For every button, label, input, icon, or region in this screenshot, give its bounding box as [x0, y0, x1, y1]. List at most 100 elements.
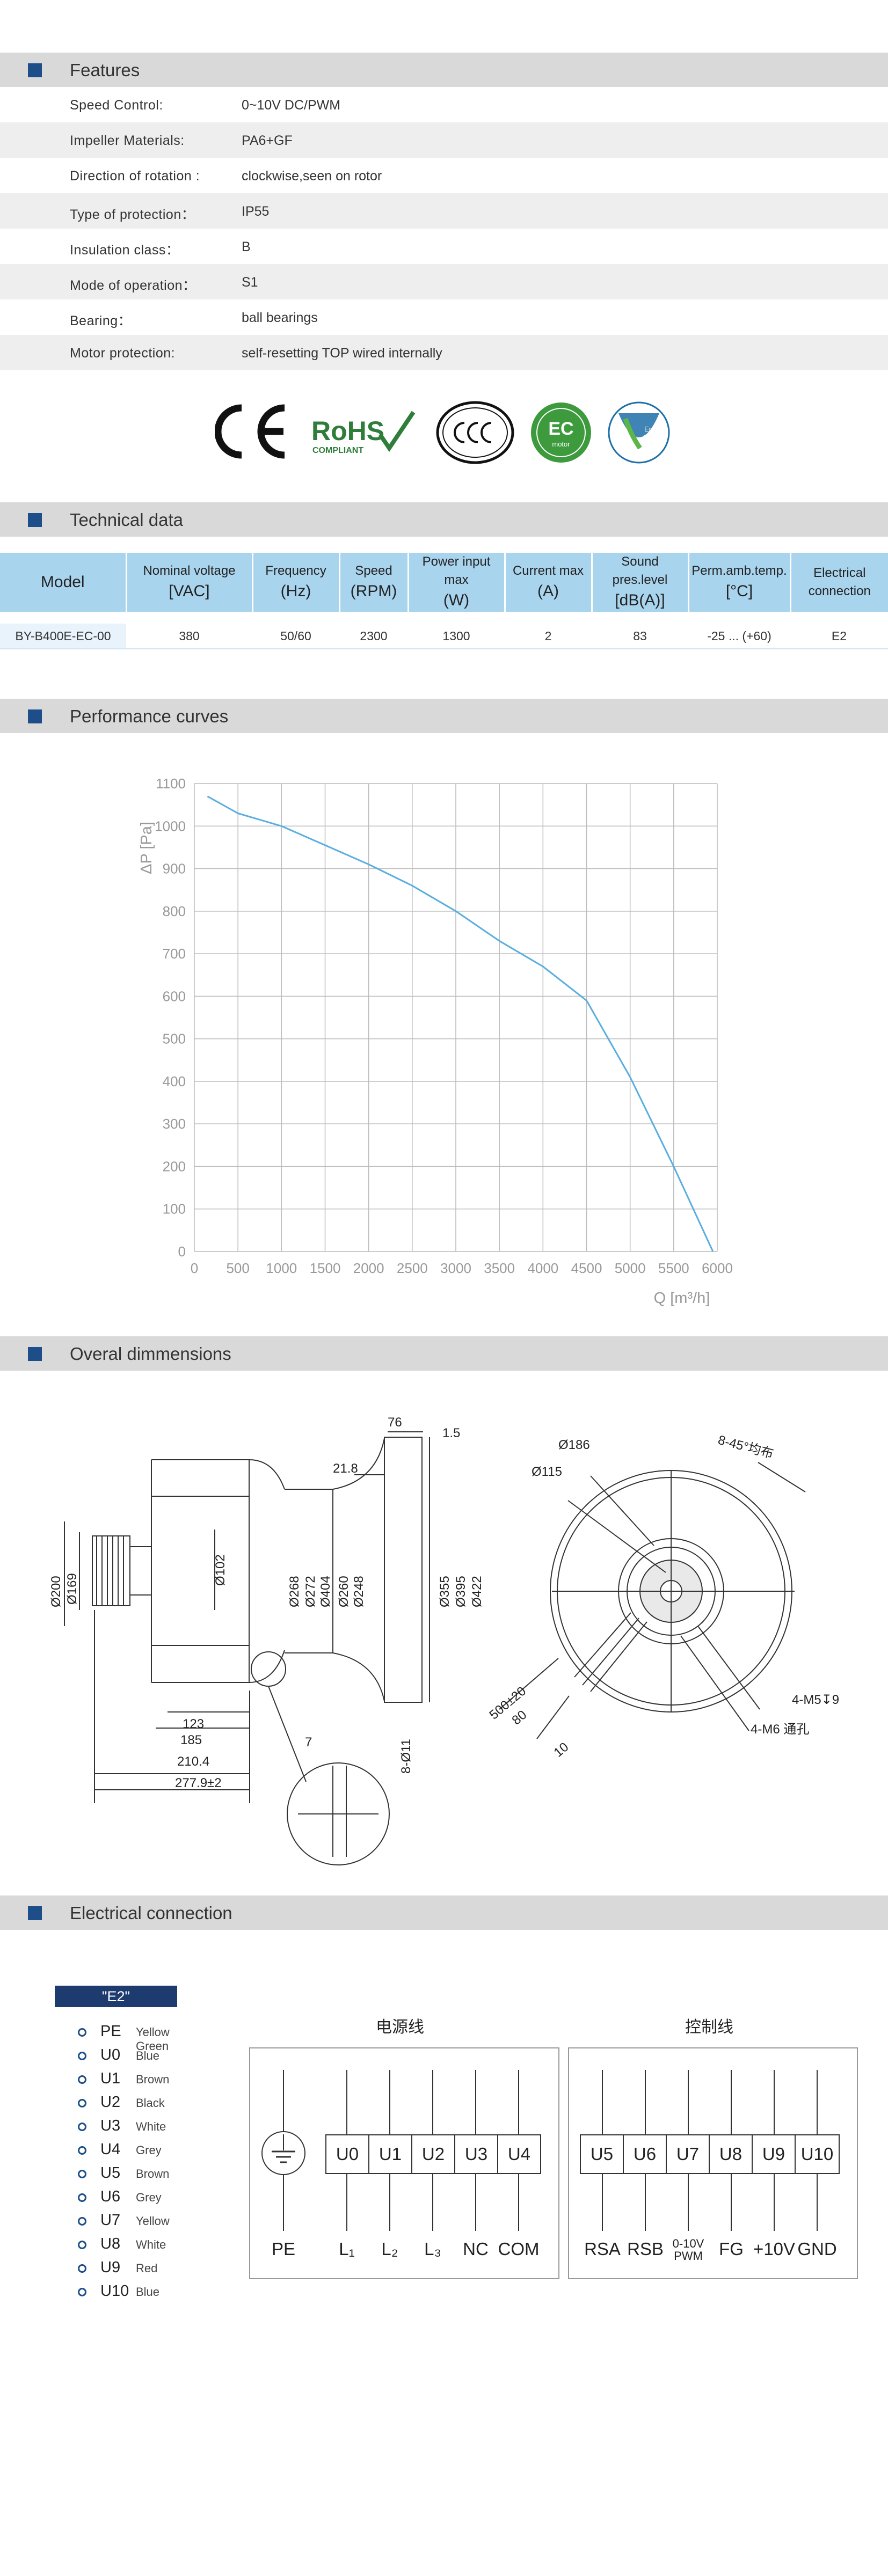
section-marker: [28, 1347, 42, 1361]
svg-text:Ø404: Ø404: [318, 1576, 333, 1607]
svg-text:Ø115: Ø115: [532, 1465, 562, 1479]
feature-row: Direction of rotation :clockwise,seen on…: [0, 158, 888, 193]
wire-label: 0-10V PWM: [672, 2237, 704, 2263]
bullet-icon: [78, 2217, 86, 2226]
column-header: Speed(RPM): [339, 553, 409, 612]
terminal-cell: U0: [325, 2134, 369, 2174]
section-title: Overal dimmensions: [70, 1344, 231, 1364]
svg-text:COMPLIANT: COMPLIANT: [312, 446, 363, 455]
bullet-icon: [78, 2123, 86, 2131]
table-cell: 380: [126, 624, 252, 649]
svg-text:Ø355: Ø355: [438, 1576, 452, 1607]
technical-data-table: Model Nominal voltage[VAC] Frequency(Hz)…: [0, 553, 888, 649]
x-tick-label: 1000: [266, 1260, 297, 1276]
erp-logo: ErP 2015: [608, 401, 670, 464]
svg-text:8-45°均布: 8-45°均布: [716, 1433, 775, 1461]
ce-logo: [215, 404, 285, 459]
svg-text:8-Ø11: 8-Ø11: [399, 1739, 413, 1774]
feature-row: Speed Control: 0~10V DC/PWM: [0, 87, 888, 122]
section-marker: [28, 1906, 42, 1920]
x-tick-label: 5000: [615, 1260, 646, 1276]
x-tick-label: 2000: [353, 1260, 384, 1276]
feature-value: clockwise,seen on rotor: [242, 169, 382, 184]
table-row: BY-B400E-EC-00 380 50/60 2300 1300 2 83 …: [0, 624, 888, 649]
column-header: Perm.amb.temp.[°C]: [688, 553, 791, 612]
performance-header: Performance curves: [0, 699, 888, 733]
svg-text:Ø260: Ø260: [337, 1576, 351, 1607]
column-header: Current max(A): [505, 553, 593, 612]
feature-row: Impeller Materials:PA6+GF: [0, 122, 888, 158]
section-title: Performance curves: [70, 706, 229, 726]
wire-label: L₁: [339, 2239, 355, 2259]
terminal-cell: U10: [795, 2134, 840, 2174]
feature-value: ball bearings: [242, 310, 318, 325]
section-marker: [28, 513, 42, 527]
section-title: Electrical connection: [70, 1903, 232, 1923]
svg-text:Ø422: Ø422: [470, 1576, 484, 1607]
feature-row: Mode of operation：S1: [0, 264, 888, 299]
x-tick-label: 4000: [527, 1260, 558, 1276]
wire-label: COM: [498, 2239, 540, 2259]
chart-series: [207, 795, 714, 1252]
y-tick-label: 200: [163, 1158, 186, 1174]
feature-value: S1: [242, 275, 258, 290]
y-tick-label: 900: [163, 861, 186, 877]
svg-text:Ø200: Ø200: [49, 1576, 63, 1607]
section-title: Features: [70, 60, 140, 80]
wire-label: FG: [719, 2239, 744, 2259]
bullet-icon: [78, 2288, 86, 2296]
power-terminal-block: U0 U1 U2 U3 U4: [325, 2134, 541, 2174]
feature-value: 0~10V DC/PWM: [242, 98, 341, 113]
terminal-cell: U7: [666, 2134, 710, 2174]
x-axis-label: Q [m³/h]: [654, 1290, 710, 1307]
svg-text:4-M6 通孔: 4-M6 通孔: [751, 1722, 809, 1737]
feature-label: Motor protection:: [70, 346, 176, 361]
y-tick-label: 1100: [156, 775, 186, 792]
feature-row: Motor protection: self-resetting TOP wire…: [0, 335, 888, 370]
y-tick-label: 500: [163, 1031, 186, 1047]
wire-label: RSB: [627, 2239, 664, 2259]
control-terminal-block: U5 U6 U7 U8 U9 U10: [580, 2134, 843, 2174]
rohs-logo: RoHS COMPLIANT: [311, 411, 416, 455]
terminal-cell: U1: [368, 2134, 412, 2174]
bullet-icon: [78, 2241, 86, 2249]
side-view: [64, 1431, 430, 1865]
x-tick-label: 2500: [397, 1260, 428, 1276]
section-title: Technical data: [70, 510, 183, 530]
feature-label: Speed Control:: [70, 98, 163, 113]
feature-value: IP55: [242, 204, 270, 219]
wire-label: L₃: [424, 2239, 441, 2259]
dimension-drawing: 76 1.5 21.8 Ø102 Ø200 Ø169 Ø268 Ø272 Ø40…: [49, 1415, 839, 1865]
x-tick-label: 500: [226, 1260, 249, 1276]
svg-text:76: 76: [388, 1415, 402, 1430]
svg-text:185: 185: [180, 1733, 202, 1747]
bullet-icon: [78, 2028, 86, 2037]
svg-text:10: 10: [551, 1740, 572, 1760]
control-wiring-box: U5 U6 U7 U8 U9 U10 RSA RSB 0-10V PWM FG …: [568, 2047, 858, 2279]
svg-text:Ø248: Ø248: [352, 1576, 366, 1607]
feature-value: self-resetting TOP wired internally: [242, 346, 442, 361]
section-marker: [28, 709, 42, 723]
bullet-icon: [78, 2075, 86, 2084]
bullet-icon: [78, 2193, 86, 2202]
svg-text:Ø102: Ø102: [213, 1554, 228, 1586]
y-tick-label: 800: [163, 903, 186, 919]
svg-text:Ø272: Ø272: [303, 1576, 318, 1607]
svg-text:277.9±2: 277.9±2: [175, 1776, 222, 1790]
dimensions-header: Overal dimmensions: [0, 1336, 888, 1371]
svg-text:4-M5↧9: 4-M5↧9: [792, 1693, 839, 1707]
power-wiring-box: U0 U1 U2 U3 U4 PE L₁ L₂ L₃ NC COM: [249, 2047, 559, 2279]
table-cell: -25 ... (+60): [688, 624, 790, 649]
svg-text:Ø169: Ø169: [65, 1573, 79, 1605]
svg-text:ErP: ErP: [644, 425, 656, 433]
feature-row: Type of protection： IP55: [0, 193, 888, 229]
column-header: Nominal voltage[VAC]: [126, 553, 253, 612]
svg-text:1.5: 1.5: [442, 1426, 460, 1440]
y-tick-label: 300: [163, 1116, 186, 1132]
wire-label: L₂: [381, 2239, 398, 2259]
column-header: Power input max(W): [408, 553, 506, 612]
feature-label: Type of protection：: [70, 207, 195, 222]
y-tick-label: 100: [163, 1201, 186, 1217]
